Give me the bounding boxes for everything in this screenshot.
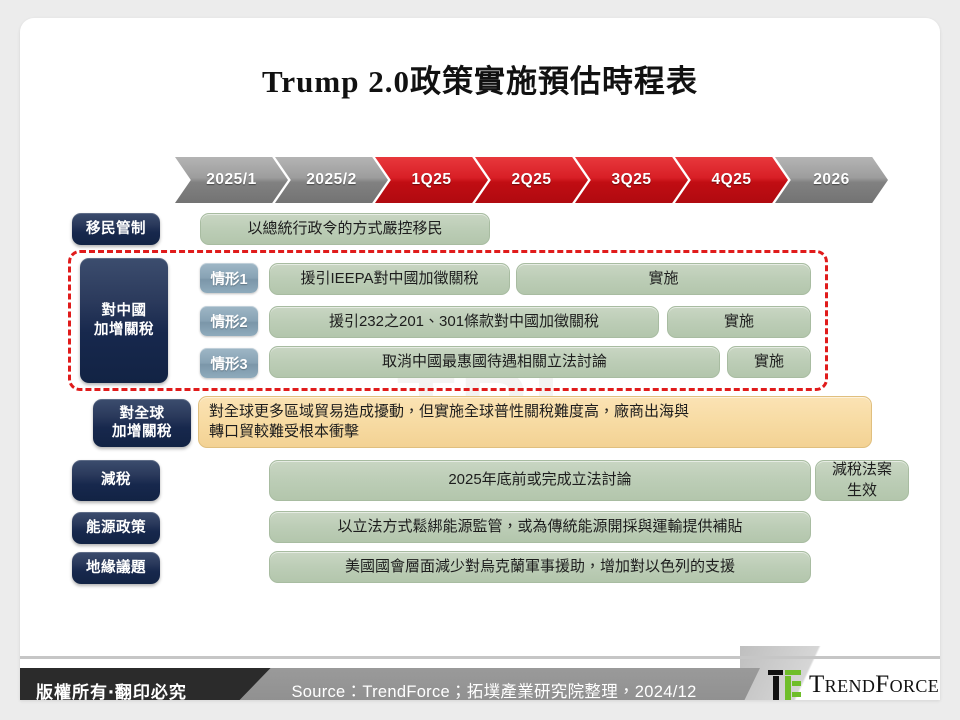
timeline-chevron-2026: 2026 xyxy=(775,157,888,203)
bar-case1-implement: 實施 xyxy=(516,263,811,295)
row-label-immigration: 移民管制 xyxy=(72,213,160,245)
copyright-notice: 版權所有‧翻印必究 xyxy=(20,668,280,700)
bar-global-tariff-note: 對全球更多區域貿易造成擾動，但實施全球普性關稅難度高，廠商出海與 轉口貿較難受根… xyxy=(198,396,872,448)
bar-case3-implement: 實施 xyxy=(727,346,811,378)
bar-geopolitics-aid: 美國國會層面減少對烏克蘭軍事援助，增加對以色列的支援 xyxy=(269,551,811,583)
row-label-china-tariff-line1: 對中國 xyxy=(101,303,147,320)
bar-energy-deregulation: 以立法方式鬆綁能源監管，或為傳統能源開採與運輸提供補貼 xyxy=(269,511,811,543)
row-label-china-tariff-line2: 加增關稅 xyxy=(94,321,154,338)
row-label-energy-policy: 能源政策 xyxy=(72,512,160,544)
bar-tax-cut-effective-line2: 生效 xyxy=(846,481,877,499)
trendforce-logo: TrendForce xyxy=(768,670,939,700)
bar-immigration-executive-order: 以總統行政令的方式嚴控移民 xyxy=(200,213,490,245)
timeline-chevron-1q25: 1Q25 xyxy=(375,157,488,203)
bar-case1-ieepa: 援引IEEPA對中國加徵關稅 xyxy=(269,263,510,295)
row-label-tax-cut: 減稅 xyxy=(72,460,160,501)
row-label-china-tariff: 對中國 加增關稅 xyxy=(80,258,168,383)
timeline-chevron-2025-2: 2025/2 xyxy=(275,157,388,203)
row-label-geopolitics: 地緣議題 xyxy=(72,552,160,584)
bar-global-tariff-line1: 對全球更多區域貿易造成擾動，但實施全球普性關稅難度高，廠商出海與 xyxy=(209,402,690,420)
footer-band: 版權所有‧翻印必究 Source：TrendForce；拓墣產業研究院整理，20… xyxy=(20,668,940,700)
timeline-chevron-3q25: 3Q25 xyxy=(575,157,688,203)
slide-canvas: TRI TOPOLOGY RESEARCH INSTITUTE Trump 2.… xyxy=(20,18,940,700)
page-title: Trump 2.0政策實施預估時程表 xyxy=(262,64,698,99)
case-tag-1: 情形1 xyxy=(200,263,258,293)
footer-divider xyxy=(20,656,940,659)
timeline-chevron-2q25: 2Q25 xyxy=(475,157,588,203)
bar-case2-implement: 實施 xyxy=(667,306,811,338)
trendforce-logo-text: TrendForce xyxy=(809,671,940,698)
row-label-global-tariff: 對全球 加增關稅 xyxy=(93,399,191,447)
case-tag-3: 情形3 xyxy=(200,348,258,378)
bar-global-tariff-line2: 轉口貿較難受根本衝擊 xyxy=(209,423,360,440)
source-note: Source：TrendForce；拓墣產業研究院整理，2024/12 xyxy=(228,668,760,700)
bar-tax-cut-effective: 減稅法案 生效 xyxy=(815,460,909,501)
case-tag-2: 情形2 xyxy=(200,306,258,336)
row-label-global-tariff-line2: 加增關稅 xyxy=(112,424,172,440)
china-tariff-group-outline xyxy=(68,250,828,391)
timeline-chevron-2025-1: 2025/1 xyxy=(175,157,288,203)
row-label-global-tariff-line1: 對全球 xyxy=(119,405,165,422)
bar-case2-section232-301: 援引232之201、301條款對中國加徵關稅 xyxy=(269,306,659,338)
bar-tax-cut-legislation: 2025年底前或完成立法討論 xyxy=(269,460,811,501)
bar-tax-cut-effective-line1: 減稅法案 xyxy=(831,461,892,479)
timeline-chevron-4q25: 4Q25 xyxy=(675,157,788,203)
trendforce-logo-mark xyxy=(768,670,802,700)
bar-case3-mfn-repeal: 取消中國最惠國待遇相關立法討論 xyxy=(269,346,720,378)
